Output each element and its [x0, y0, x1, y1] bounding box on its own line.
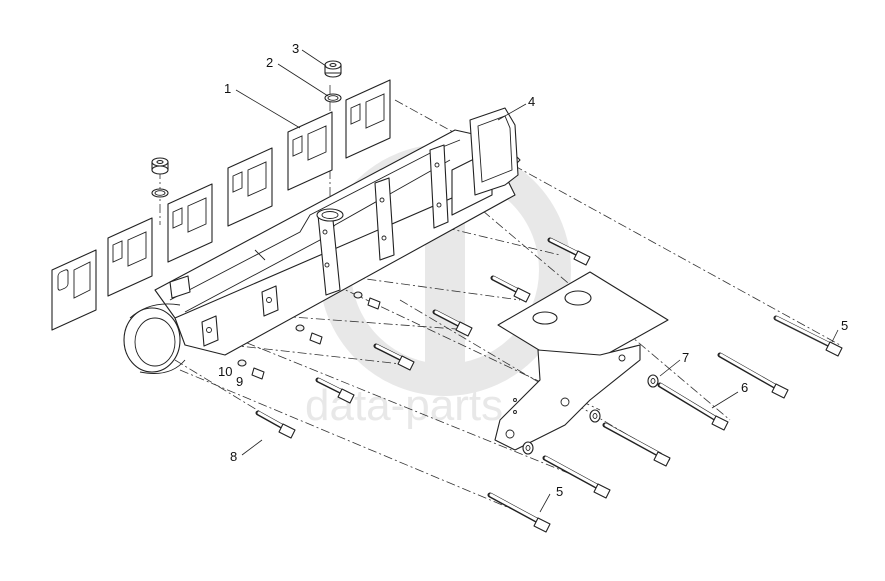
bolt-middle-right [717, 352, 789, 399]
bolt-set [237, 237, 843, 533]
seal-ring-front [151, 188, 169, 198]
support-bracket [494, 271, 669, 451]
gasket-4 [227, 147, 273, 227]
callout-10: 10 [218, 364, 232, 379]
leader-lines [235, 49, 839, 513]
callout-2: 2 [266, 55, 273, 70]
bracket-side-plate [494, 344, 641, 451]
gasket-set [51, 79, 391, 331]
bolt-long-lower [487, 492, 551, 533]
callout-5-upper: 5 [841, 318, 848, 333]
callout-4: 4 [528, 94, 535, 109]
bolt-mid-1 [547, 237, 591, 266]
callout-3: 3 [292, 41, 299, 56]
gasket-5 [287, 111, 333, 191]
gasket-6 [345, 79, 391, 159]
bolt-mid-5 [315, 377, 355, 404]
bolt-8 [255, 410, 296, 439]
bolt-mid-2 [490, 275, 531, 303]
bolt-lower-2 [542, 455, 611, 499]
gasket-2 [107, 217, 153, 297]
small-bolts [237, 291, 381, 380]
manifold-body [123, 107, 521, 374]
callout-labels: 1 2 3 4 5 5 6 7 8 9 10 [218, 41, 848, 499]
gasket-1 [51, 249, 97, 331]
callout-7: 7 [682, 350, 689, 365]
callout-8: 8 [230, 449, 237, 464]
plug-and-seal-rear [324, 60, 342, 103]
callout-6: 6 [741, 380, 748, 395]
plug-and-seal-front [151, 157, 169, 198]
bolt-6 [657, 382, 729, 431]
callout-1: 1 [224, 81, 231, 96]
gasket-3 [167, 183, 213, 263]
washers [522, 374, 659, 455]
callout-5-lower: 5 [556, 484, 563, 499]
manifold-inlet-end [123, 307, 181, 373]
bolt-mid-4 [373, 343, 415, 371]
bolt-long-upper [773, 315, 843, 357]
bolt-mid-3 [432, 309, 473, 337]
bolt-lower-1 [602, 422, 671, 467]
callout-9: 9 [236, 374, 243, 389]
